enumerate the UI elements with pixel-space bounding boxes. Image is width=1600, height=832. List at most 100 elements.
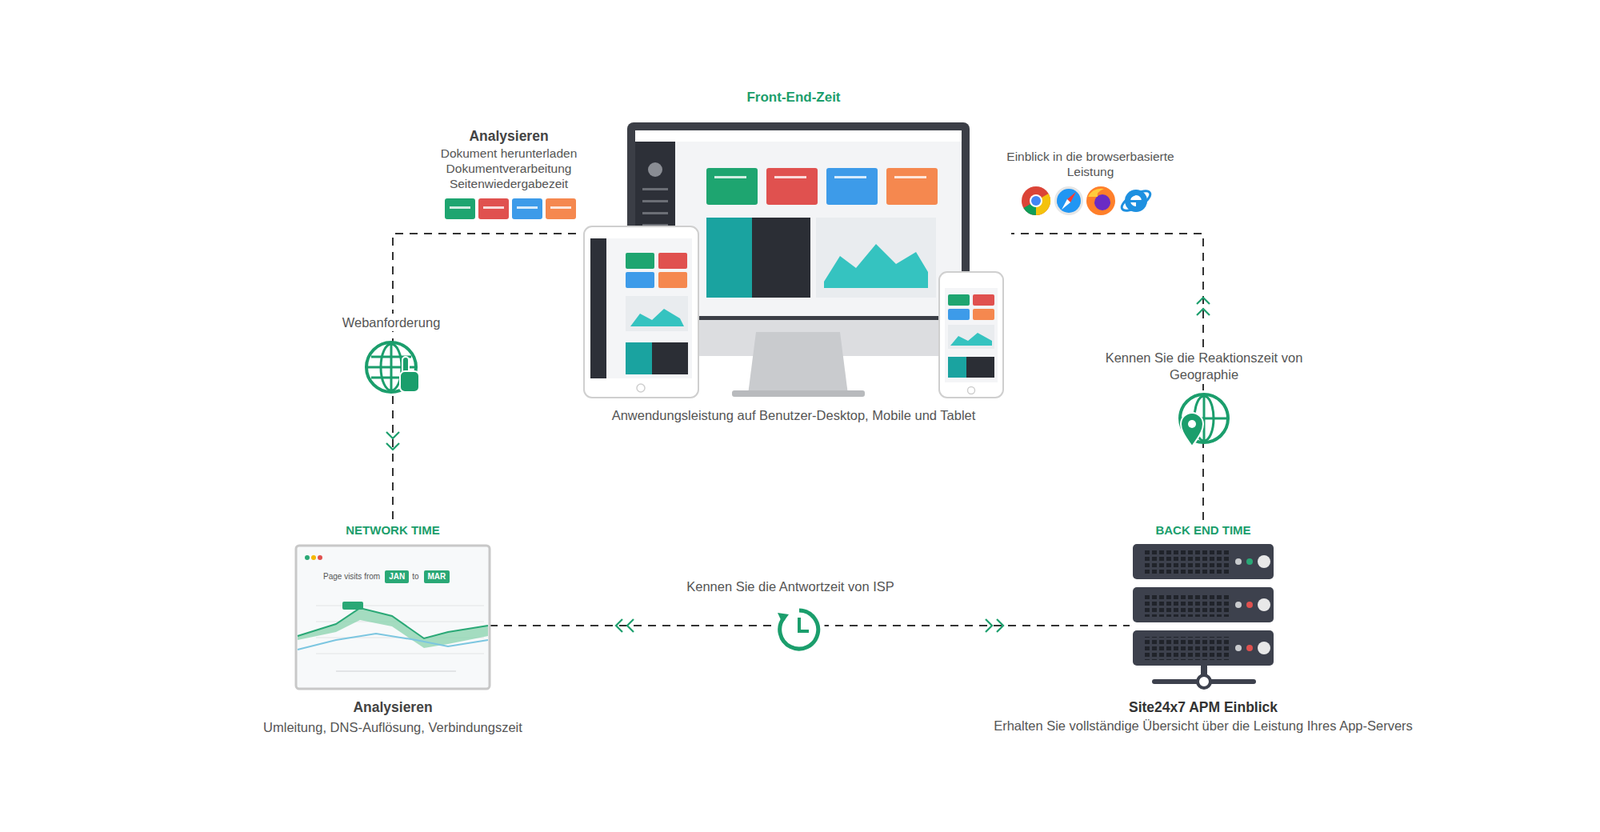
phone-illustration-part — [944, 288, 998, 383]
chrome-icon-part — [1029, 194, 1043, 208]
node-caption: Anwendungsleistung auf Benutzer-Desktop,… — [612, 408, 976, 424]
tablet-illustration — [584, 226, 699, 398]
metric-cards-part — [483, 206, 504, 209]
monitor-illustration-part — [826, 168, 878, 205]
chrome-icon-part — [1031, 196, 1041, 206]
monitor-illustration-part — [642, 200, 668, 203]
tablet-illustration-part — [584, 226, 699, 398]
chart-filter-pill: JAN — [384, 570, 409, 584]
metric-cards-part — [550, 206, 572, 209]
monitor-illustration-part — [894, 176, 927, 179]
geography-icon-part — [1203, 396, 1206, 441]
chart-filter-text: to — [412, 571, 419, 583]
network-chart-window-part — [311, 555, 316, 560]
diagram-node: Front-End-ZeitAnwendungsleistung auf Ben… — [576, 89, 1012, 434]
server-illustration — [1132, 544, 1274, 688]
response-time-icon-part — [777, 612, 789, 624]
diagram-node: BACK END TIMESite24x7 APM EinblickErhalt… — [1129, 520, 1277, 690]
metric-cards-part — [512, 198, 543, 220]
server-illustration-part — [1257, 555, 1271, 568]
arrow-chevron — [386, 432, 400, 439]
ie-icon-part — [1119, 187, 1154, 215]
monitor-illustration-part — [774, 176, 807, 179]
phone-illustration-part — [948, 356, 995, 378]
web-request-icon-part — [400, 371, 420, 392]
monitor-illustration-part — [648, 162, 663, 177]
geography-icon-part — [1180, 412, 1204, 447]
network-chart-window-part — [317, 555, 323, 560]
chrome-icon — [1021, 186, 1051, 216]
chart-filter-text: Page visits from — [323, 571, 380, 583]
phone-illustration-part — [972, 294, 995, 306]
phone-illustration-part — [948, 294, 970, 306]
network-chart-window-part — [304, 555, 310, 560]
network-chart-window-part — [296, 545, 490, 689]
server-illustration-part — [1142, 593, 1229, 617]
monitor-illustration-part — [824, 244, 928, 288]
server-illustration-part — [1132, 587, 1274, 623]
browser-note: Einblick in die browserbasierte Leistung — [986, 148, 1195, 180]
arrow-chevron — [1196, 308, 1210, 316]
monitor-illustration-part — [714, 176, 747, 179]
node-heading: Front-End-Zeit — [746, 89, 840, 106]
metric-cards-part — [444, 198, 476, 220]
server-illustration-part — [1246, 601, 1253, 608]
web-request-icon — [366, 342, 420, 392]
arrow-chevron — [616, 619, 623, 632]
arrow-chevron — [1196, 297, 1210, 304]
tablet-illustration-part — [625, 342, 688, 375]
node-title: Analysieren — [352, 699, 432, 716]
server-illustration-part — [1257, 598, 1271, 612]
server-illustration-part — [1257, 641, 1271, 655]
phone-illustration-part — [950, 332, 992, 346]
response-time-icon-part — [773, 604, 825, 656]
network-chart-window-part — [342, 601, 364, 610]
monitor-illustration-part — [886, 168, 938, 205]
node-body: Erhalten Sie vollständige Übersicht über… — [993, 718, 1413, 735]
diagram-node: NETWORK TIMEAnalysierenUmleitung, DNS-Au… — [296, 520, 490, 690]
safari-icon-part — [1061, 199, 1071, 210]
monitor-illustration-part — [706, 168, 758, 205]
server-illustration-part — [1246, 558, 1253, 565]
monitor-illustration-part — [642, 188, 668, 191]
ie-icon — [1119, 187, 1154, 215]
firefox-icon-part — [1088, 188, 1104, 197]
node-heading: NETWORK TIME — [345, 523, 440, 538]
node-title: Site24x7 APM Einblick — [1128, 699, 1278, 716]
tablet-illustration-part — [625, 296, 688, 332]
arrow-chevron — [386, 443, 400, 450]
node-heading: BACK END TIME — [1155, 523, 1251, 538]
phone-illustration — [939, 272, 1004, 398]
response-time-icon — [773, 604, 825, 656]
edge-label: Kennen Sie die Reaktionszeit von Geograp… — [1100, 348, 1308, 384]
server-illustration-part — [1235, 601, 1242, 608]
metric-cards-part — [545, 198, 576, 220]
geography-icon-part — [1188, 420, 1196, 428]
metric-cards-part — [516, 206, 538, 209]
server-illustration-part — [1235, 644, 1242, 652]
monitor-illustration-part — [766, 168, 818, 205]
server-illustration-part — [1142, 636, 1229, 660]
monitor-illustration-part — [732, 390, 865, 397]
metric-label: Seitenwiedergabezeit — [404, 176, 613, 192]
firefox-icon-part — [1086, 186, 1116, 216]
network-chart-window-part — [316, 653, 484, 655]
tablet-illustration-part — [652, 342, 688, 375]
chart-filter-row: Page visits fromJANtoMAR — [323, 570, 450, 584]
server-illustration-part — [1132, 630, 1274, 666]
arrow-chevron — [996, 619, 1004, 632]
tablet-illustration-part — [625, 252, 655, 269]
tablet-illustration-part — [590, 238, 692, 379]
phone-illustration-part — [968, 387, 976, 395]
network-chart-window-part — [297, 633, 488, 650]
monitor-illustration-part — [752, 217, 811, 298]
monitor-illustration-part — [834, 176, 867, 179]
safari-icon-part — [1056, 188, 1081, 213]
tablet-illustration-part — [630, 308, 684, 327]
node-body: Umleitung, DNS-Auflösung, Verbindungszei… — [263, 720, 523, 736]
server-illustration-part — [1132, 544, 1274, 580]
server-illustration-part — [1235, 558, 1242, 565]
safari-icon — [1054, 186, 1084, 216]
